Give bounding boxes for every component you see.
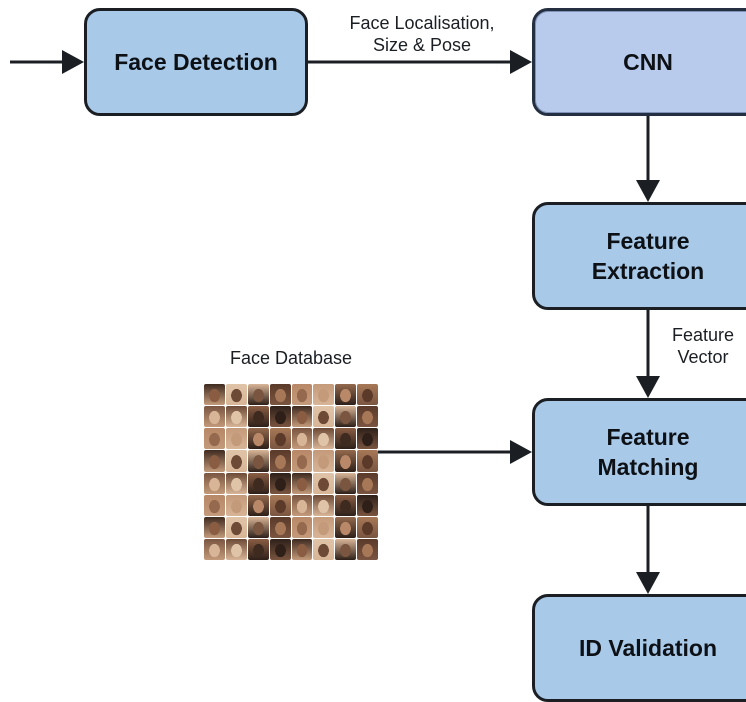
face-thumbnail: [269, 494, 291, 516]
face-thumbnail: [357, 472, 378, 494]
face-thumbnail: [291, 538, 313, 560]
face-thumbnail: [269, 516, 291, 538]
face-thumbnail: [335, 384, 357, 406]
face-thumbnail: [204, 516, 225, 538]
face-thumbnail: [225, 450, 247, 472]
face-thumbnail: [291, 494, 313, 516]
face-thumbnail: [247, 516, 269, 538]
face-thumbnail: [313, 450, 335, 472]
face-thumbnail: [269, 406, 291, 428]
face-thumbnail: [204, 428, 225, 450]
cnn-label: CNN: [623, 49, 673, 75]
feature-vector-label: Feature Vector: [671, 325, 735, 367]
face-thumbnail: [357, 538, 378, 560]
face-thumbnail: [225, 516, 247, 538]
face-thumbnail: [204, 472, 225, 494]
cnn-to-extraction-arrow-head: [636, 180, 660, 202]
face-thumbnail: [269, 472, 291, 494]
face-thumbnail: [313, 428, 335, 450]
feature-matching-label: Feature Matching: [597, 424, 699, 480]
face-thumbnail: [357, 450, 378, 472]
face-thumbnail: [357, 384, 378, 406]
face-thumbnail: [313, 538, 335, 560]
cnn-node: CNN: [532, 8, 746, 116]
face-thumbnail: [247, 384, 269, 406]
face-thumbnail: [335, 494, 357, 516]
face-thumbnail: [247, 538, 269, 560]
face-thumbnail: [291, 428, 313, 450]
id-validation-label: ID Validation: [578, 635, 718, 661]
feature-matching-node: Feature Matching: [532, 398, 746, 506]
face-thumbnail: [225, 428, 247, 450]
detection-to-cnn-arrow-head: [510, 50, 532, 74]
face-thumbnail: [313, 516, 335, 538]
face-thumbnail: [291, 384, 313, 406]
feature-extraction-node: Feature Extraction: [532, 202, 746, 310]
extraction-to-matching-arrow-head: [636, 376, 660, 398]
face-thumbnail: [291, 450, 313, 472]
feature-extraction-label: Feature Extraction: [591, 228, 705, 284]
face-thumbnail: [204, 450, 225, 472]
face-thumbnail: [357, 428, 378, 450]
face-thumbnail: [225, 406, 247, 428]
face-thumbnail: [335, 538, 357, 560]
face-thumbnail: [357, 516, 378, 538]
face-thumbnail: [269, 428, 291, 450]
face-thumbnail: [335, 428, 357, 450]
database-to-matching-arrow-head: [510, 440, 532, 464]
face-thumbnail: [247, 472, 269, 494]
face-thumbnail: [204, 384, 225, 406]
face-thumbnail: [204, 406, 225, 428]
input-arrow-head: [62, 50, 84, 74]
face-thumbnail: [269, 538, 291, 560]
face-thumbnail: [313, 406, 335, 428]
face-thumbnail: [225, 384, 247, 406]
face-thumbnail: [204, 538, 225, 560]
face-thumbnail: [313, 494, 335, 516]
face-thumbnail: [313, 472, 335, 494]
face-thumbnail: [291, 472, 313, 494]
face-thumbnail: [357, 494, 378, 516]
id-validation-node: ID Validation: [532, 594, 746, 702]
face-thumbnail: [291, 406, 313, 428]
matching-to-validation-arrow-head: [636, 572, 660, 594]
face-thumbnail: [247, 428, 269, 450]
face-thumbnail: [269, 384, 291, 406]
face-thumbnail: [335, 406, 357, 428]
face-thumbnail: [335, 516, 357, 538]
face-thumbnail: [225, 472, 247, 494]
face-thumbnail: [247, 406, 269, 428]
face-thumbnail: [269, 450, 291, 472]
face-thumbnail: [335, 472, 357, 494]
face-detection-label: Face Detection: [114, 49, 278, 75]
face-thumbnail: [291, 516, 313, 538]
face-database-image: [204, 384, 378, 560]
face-thumbnail: [357, 406, 378, 428]
face-database-title: Face Database: [229, 348, 353, 368]
face-thumbnail: [204, 494, 225, 516]
face-thumbnail: [225, 494, 247, 516]
face-detection-node: Face Detection: [84, 8, 308, 116]
face-thumbnail: [247, 450, 269, 472]
face-thumbnail: [313, 384, 335, 406]
face-localisation-label: Face Localisation, Size & Pose: [349, 13, 495, 55]
face-thumbnail: [335, 450, 357, 472]
face-thumbnail: [247, 494, 269, 516]
face-thumbnail: [225, 538, 247, 560]
